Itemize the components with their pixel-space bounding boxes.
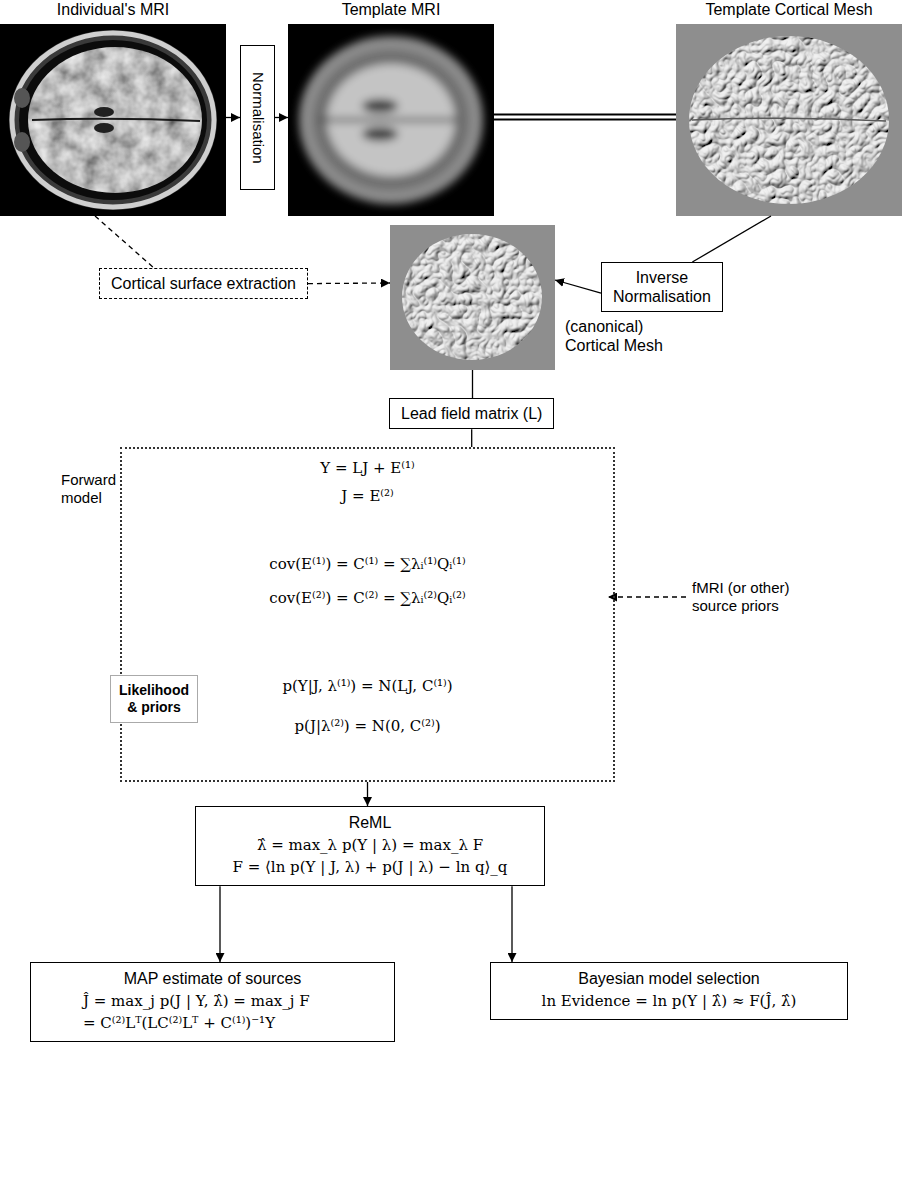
heading: Forward model <box>61 471 116 507</box>
connector <box>494 117 676 118</box>
template-mesh <box>676 24 902 216</box>
heading: Bayesian model selection <box>503 969 835 988</box>
mesh-background <box>390 225 555 370</box>
canonical-mesh <box>390 225 555 370</box>
connector-line <box>555 280 601 293</box>
connector <box>367 782 368 806</box>
equation: = C⁽²⁾Lᵀ(LC⁽²⁾Lᵀ + C⁽¹⁾)⁻¹Y <box>43 1014 382 1032</box>
image-panel: Individual's MRI <box>0 0 226 216</box>
equation: cov(E⁽¹⁾) = C⁽¹⁾ = ∑λᵢ⁽¹⁾Qᵢ⁽¹⁾ <box>122 555 613 573</box>
connector-line <box>471 429 472 447</box>
connector-line <box>511 886 512 962</box>
image-panel: Template Cortical Mesh <box>676 0 902 216</box>
equation-box: MAP estimate of sources Ĵ = max_j p(J | Y… <box>30 962 395 1042</box>
midline-fissure <box>318 118 458 122</box>
process-box: Cortical surface extraction <box>99 268 308 299</box>
connector-line <box>219 886 220 962</box>
equation: cov(E⁽²⁾) = C⁽²⁾ = ∑λᵢ⁽²⁾Qᵢ⁽²⁾ <box>122 589 613 607</box>
equation-box: ReML λ̂ = max_λ p(Y | λ) = max_λ F F = ⟨ln… <box>195 806 545 886</box>
orbit <box>14 132 30 152</box>
mri-background <box>288 24 494 216</box>
midline-fissure <box>32 119 200 121</box>
note-label: fMRI (or other) source priors <box>692 579 812 615</box>
equation: Y = LJ + E⁽¹⁾ <box>122 459 613 477</box>
equation-box: Bayesian model selection ln Evidence = ln… <box>490 962 848 1020</box>
skull <box>19 40 207 200</box>
connector-line <box>494 116 676 119</box>
cortex <box>402 234 542 360</box>
image-panel: Template MRI <box>288 0 494 216</box>
connector <box>275 117 288 118</box>
heading: Individual's MRI <box>0 0 226 19</box>
process-box: Lead field matrix (L) <box>389 398 554 429</box>
connector <box>512 886 513 962</box>
heading: ReML <box>208 813 532 832</box>
brain-tissue <box>28 47 202 193</box>
grey-matter <box>313 50 469 190</box>
equation: λ̂ = max_λ p(Y | λ) = max_λ F <box>208 836 532 854</box>
connector-line <box>494 114 676 121</box>
connector <box>220 886 221 962</box>
head <box>299 36 483 204</box>
connector <box>308 283 390 285</box>
process-box: Normalisation <box>240 45 275 190</box>
ventricle <box>362 127 398 141</box>
mesh-background <box>676 24 902 216</box>
heading: Template Cortical Mesh <box>676 0 902 19</box>
box-label: Normalisation <box>249 72 267 164</box>
head <box>9 30 217 210</box>
connector-line <box>692 216 771 262</box>
box-label: Lead field matrix (L) <box>401 404 542 423</box>
ventricle <box>94 123 114 133</box>
mri-slice <box>0 24 226 216</box>
leader-arrow <box>608 596 686 597</box>
template-mri <box>288 24 494 216</box>
connector-line <box>308 282 390 284</box>
scalp <box>12 33 214 207</box>
heading: MAP estimate of sources <box>43 969 382 988</box>
equation: Ĵ = max_j p(J | Y, λ̂) = max_j F <box>43 992 382 1010</box>
connector <box>472 370 473 398</box>
connector <box>555 280 601 293</box>
orbit <box>14 88 30 108</box>
equation: ln Evidence = ln p(Y | λ̂) ≈ F(Ĵ, λ̂) <box>503 992 835 1010</box>
ventricle <box>362 99 398 113</box>
connector <box>692 216 771 262</box>
cortex <box>689 36 889 204</box>
box-label: Inverse Normalisation <box>613 268 711 306</box>
image-panel: (canonical) Cortical Mesh <box>390 225 555 370</box>
connector <box>95 216 154 268</box>
box-label: Cortical surface extraction <box>111 274 296 293</box>
connector-line <box>226 117 240 118</box>
box-label: Likelihood & priors <box>119 682 189 716</box>
heading: Template MRI <box>288 0 494 19</box>
ventricle <box>94 107 114 117</box>
connectors <box>95 117 771 962</box>
mri-background <box>0 24 226 216</box>
heading: (canonical) Cortical Mesh <box>565 317 683 355</box>
midline-fissure <box>692 118 886 121</box>
connector <box>471 429 472 447</box>
connector-line <box>275 117 288 118</box>
model-region: Forward modelY = LJ + E⁽¹⁾J = E⁽²⁾cov(E⁽… <box>120 447 615 782</box>
connector <box>226 117 240 118</box>
tag-box: Likelihood & priors <box>110 675 198 723</box>
connector-line <box>367 782 368 806</box>
process-box: Inverse Normalisation <box>601 262 723 312</box>
connector-line <box>472 370 473 398</box>
connector-line <box>95 216 154 268</box>
equation: F = ⟨ln p(Y | J, λ) + p(J | λ) − ln q⟩_q <box>208 858 532 876</box>
equation: J = E⁽²⁾ <box>122 487 613 505</box>
